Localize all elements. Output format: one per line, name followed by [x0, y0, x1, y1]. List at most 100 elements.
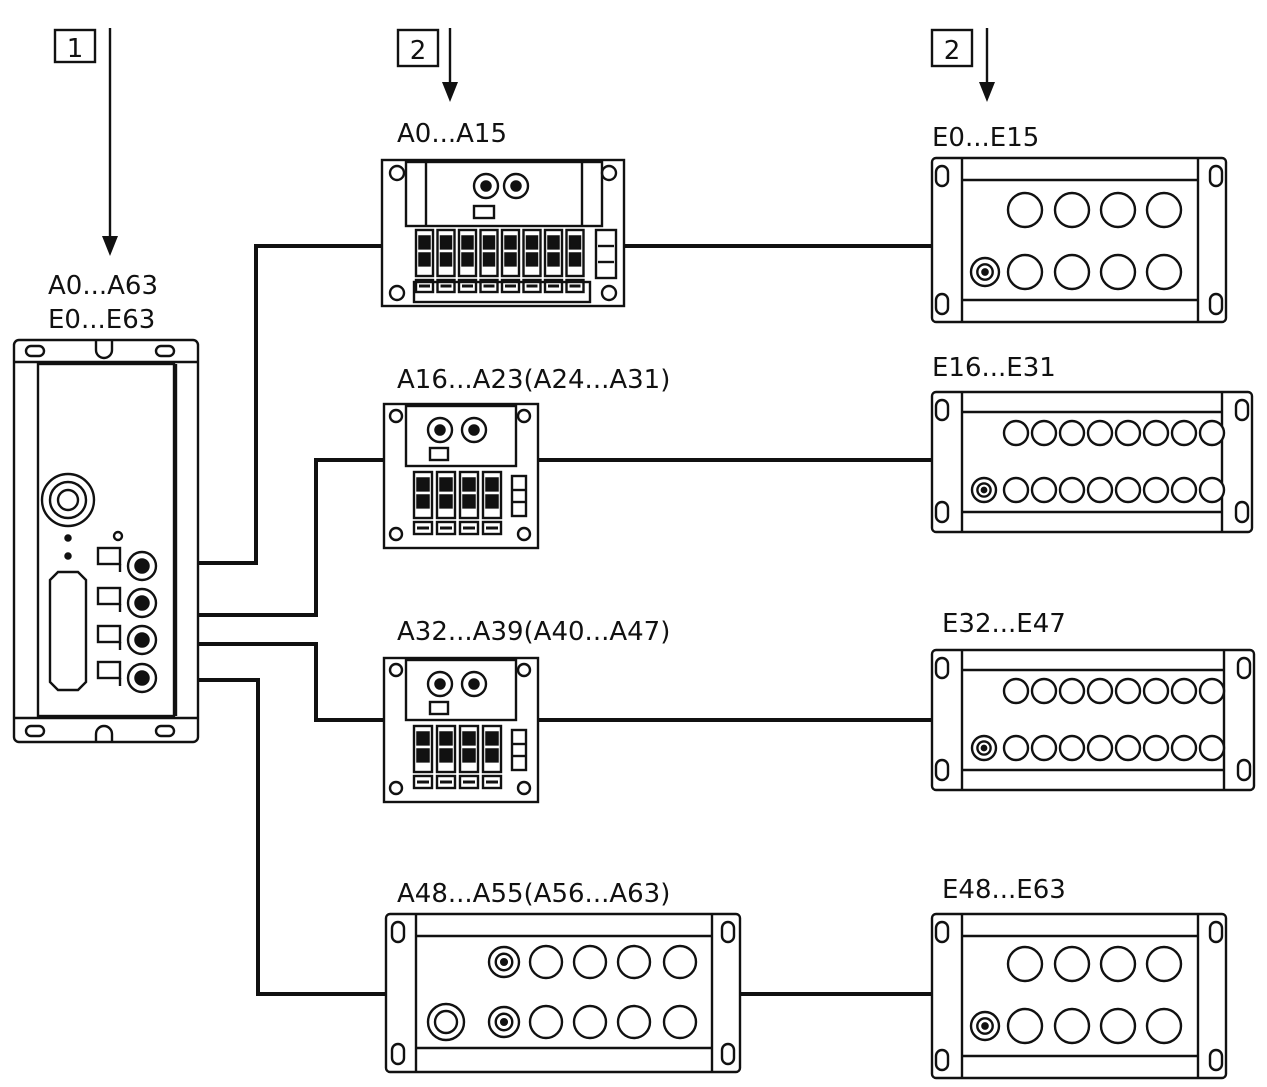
socket-icon	[1145, 1007, 1183, 1045]
socket-icon	[1198, 476, 1226, 504]
socket-grid	[969, 945, 1183, 1045]
status-led-icon	[64, 552, 72, 560]
socket-icon	[1170, 476, 1198, 504]
socket-icon	[1099, 945, 1137, 983]
cable-string-2-master	[156, 458, 384, 617]
socket-icon	[528, 1004, 564, 1040]
mounting-hole-icon	[24, 724, 46, 738]
socket-icon	[1086, 419, 1114, 447]
callout-1: 1	[53, 28, 118, 256]
socket-icon	[1006, 1007, 1044, 1045]
earth-terminal-icon	[487, 1005, 521, 1039]
socket-icon	[1142, 476, 1170, 504]
socket-icon	[572, 944, 608, 980]
valve-slice-icon	[458, 470, 480, 536]
socket-icon	[1099, 1007, 1137, 1045]
callout-2b-arrowhead	[979, 82, 995, 102]
string-port-labels	[96, 546, 122, 686]
status-led-icon	[112, 530, 124, 542]
socket-icon	[1170, 677, 1198, 705]
socket-grid	[969, 191, 1183, 291]
master-module	[12, 338, 200, 744]
callout-2a-arrowhead	[442, 82, 458, 102]
string-1-input-label: E0...E15	[932, 123, 1039, 153]
socket-icon	[1198, 677, 1226, 705]
socket-icon	[1198, 734, 1226, 762]
string-port-4-icon	[126, 662, 158, 694]
socket-icon	[1053, 191, 1091, 229]
mounting-hole-icon	[24, 344, 46, 358]
socket-icon	[1142, 677, 1170, 705]
socket-icon	[1142, 734, 1170, 762]
socket-icon	[1058, 419, 1086, 447]
earth-terminal-icon	[969, 1010, 1001, 1042]
callout-1-label: 1	[67, 34, 84, 64]
socket-icon	[1114, 734, 1142, 762]
valve-slice-icon	[481, 724, 503, 790]
valve-slices	[414, 228, 585, 294]
socket-grid	[487, 944, 698, 1040]
socket-icon	[1114, 476, 1142, 504]
input-module-2	[930, 390, 1254, 534]
string-port-2-icon	[126, 587, 158, 619]
socket-icon	[1099, 191, 1137, 229]
string-4-input-label: E48...E63	[942, 875, 1066, 905]
socket-icon	[1058, 476, 1086, 504]
valve-terminal-3	[382, 656, 540, 804]
socket-icon	[1030, 734, 1058, 762]
socket-icon	[572, 1004, 608, 1040]
socket-icon	[1086, 476, 1114, 504]
cable-string-1-master	[156, 244, 384, 565]
socket-icon	[1053, 253, 1091, 291]
valve-slice-icon	[457, 228, 478, 294]
socket-icon	[1053, 945, 1091, 983]
cable-string-3-master	[156, 642, 384, 722]
valve-slice-icon	[543, 228, 564, 294]
valve-slice-icon	[481, 470, 503, 536]
socket-icon	[1086, 734, 1114, 762]
socket-icon	[1086, 677, 1114, 705]
socket-icon	[1030, 419, 1058, 447]
valve-slice-icon	[479, 228, 499, 294]
status-led-icon	[64, 534, 72, 542]
socket-icon	[1145, 945, 1183, 983]
valve-slice-icon	[458, 724, 480, 790]
master-input-label: E0...E63	[48, 305, 155, 335]
earth-terminal-icon	[970, 476, 998, 504]
valve-slice-icon	[435, 470, 457, 536]
callout-2a-label: 2	[410, 36, 427, 66]
socket-icon	[1002, 677, 1030, 705]
valve-slices	[412, 724, 503, 790]
socket-icon	[1170, 734, 1198, 762]
string-3-output-label: A32...A39(A40...A47)	[397, 617, 670, 647]
valve-terminal-2	[382, 402, 540, 550]
socket-icon	[1114, 419, 1142, 447]
valve-slice-icon	[522, 228, 542, 294]
cables	[156, 244, 932, 996]
power-connector-icon	[426, 1002, 466, 1042]
socket-icon	[1030, 677, 1058, 705]
socket-icon	[528, 944, 564, 980]
callout-2b: 2	[930, 28, 995, 102]
valve-slice-icon	[500, 228, 521, 294]
string-2-input-label: E16...E31	[932, 353, 1056, 383]
socket-icon	[1053, 1007, 1091, 1045]
master-output-label: A0...A63	[48, 271, 158, 301]
callout-2a: 2	[396, 28, 458, 102]
input-module-4	[930, 912, 1228, 1080]
socket-icon	[1006, 191, 1044, 229]
string-port-1-icon	[126, 550, 158, 582]
valve-terminal-1	[380, 158, 626, 308]
socket-icon	[1114, 677, 1142, 705]
input-module-1	[930, 156, 1228, 324]
string-1-output-label: A0...A15	[397, 119, 507, 149]
socket-icon	[1030, 476, 1058, 504]
valve-slice-icon	[414, 228, 435, 294]
mounting-hole-icon	[154, 344, 176, 358]
socket-icon	[1170, 419, 1198, 447]
socket-icon	[1006, 945, 1044, 983]
earth-terminal-icon	[970, 734, 998, 762]
valve-slices	[412, 470, 503, 536]
socket-icon	[1002, 734, 1030, 762]
